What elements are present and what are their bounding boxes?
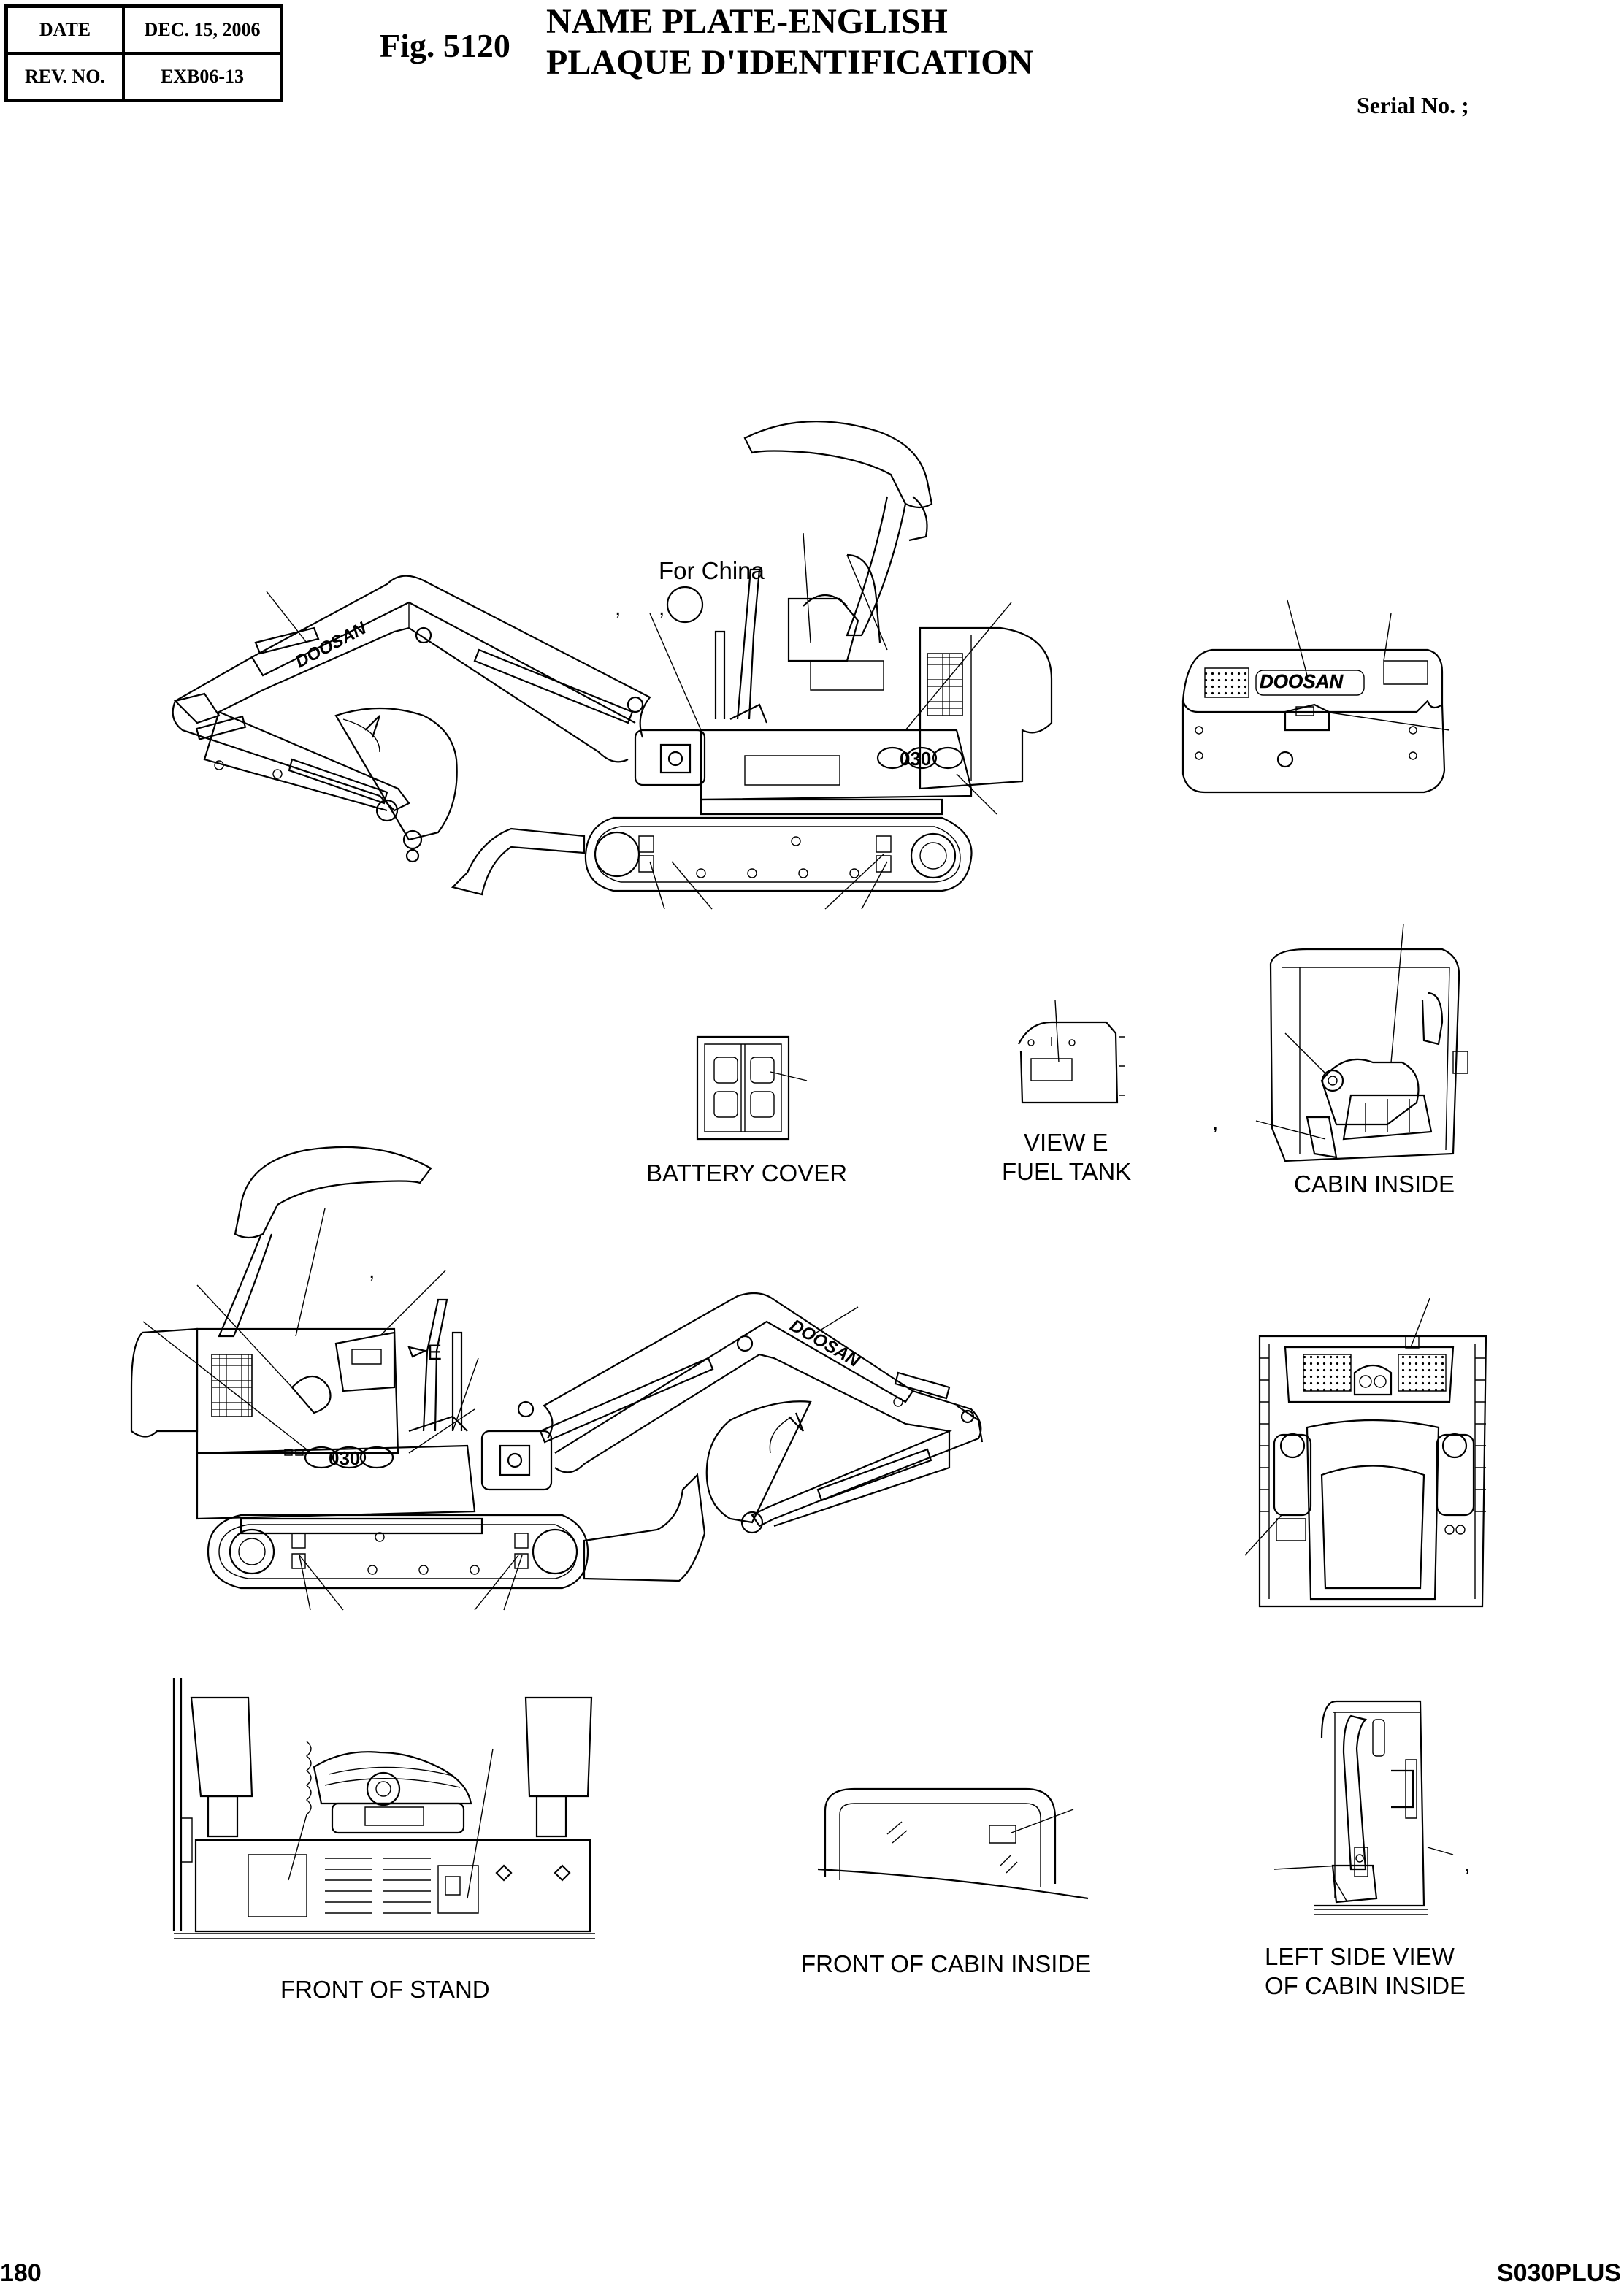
- label-battery-cover: BATTERY COVER: [646, 1160, 848, 1187]
- brand-plate: DOOSAN: [1260, 670, 1344, 692]
- rev-label: REV. NO.: [7, 53, 123, 100]
- label-front-of-stand: FRONT OF STAND: [280, 1976, 490, 2003]
- label-fuel-tank: FUEL TANK: [1002, 1158, 1132, 1185]
- model-mark-top: 030: [900, 748, 931, 770]
- page-title: NAME PLATE-ENGLISH PLAQUE D'IDENTIFICATI…: [546, 1, 1033, 83]
- excavator-right-view: 030 DOOSAN: [131, 1147, 982, 1610]
- page-number: 180: [0, 2259, 42, 2287]
- front-of-stand-drawing: [174, 1678, 595, 1939]
- brand-top-boom: DOOSAN: [292, 618, 369, 672]
- label-left-side-view: LEFT SIDE VIEW: [1265, 1943, 1455, 1970]
- svg-text:,: ,: [1212, 1111, 1218, 1135]
- svg-text:,: ,: [369, 1259, 375, 1283]
- svg-text:,: ,: [1464, 1852, 1470, 1877]
- revision-table: DATE DEC. 15, 2006 REV. NO. EXB06-13: [4, 4, 283, 102]
- front-cabin-inside-drawing: [818, 1789, 1088, 1898]
- title-french: PLAQUE D'IDENTIFICATION: [546, 43, 1034, 82]
- label-front-of-cabin-inside: FRONT OF CABIN INSIDE: [801, 1950, 1092, 1977]
- label-for-china: For China: [659, 557, 765, 584]
- excavator-left-view: 030 DOOSAN: [173, 421, 1052, 909]
- cabin-inside-drawing: ,: [1212, 924, 1468, 1161]
- date-label: DATE: [7, 7, 123, 53]
- figure-number: Fig. 5120: [380, 27, 510, 64]
- title-english: NAME PLATE-ENGLISH: [546, 2, 948, 41]
- date-value: DEC. 15, 2006: [123, 7, 281, 53]
- battery-cover-drawing: [697, 1037, 807, 1139]
- brand-bottom-boom: DOOSAN: [786, 1316, 863, 1371]
- label-cabin-inside: CABIN INSIDE: [1294, 1170, 1455, 1197]
- model-mark-bottom: 030: [329, 1447, 360, 1469]
- model-number: S030PLUS: [1496, 2259, 1621, 2287]
- svg-text:,: ,: [659, 596, 664, 620]
- rear-cover-plate: DOOSAN: [1183, 600, 1449, 792]
- fuel-tank-drawing: [1019, 1000, 1125, 1103]
- serial-number: Serial No. ;: [1357, 92, 1469, 118]
- rev-value: EXB06-13: [123, 53, 281, 100]
- cabin-top-view: [1245, 1298, 1486, 1606]
- label-of-cabin-inside: OF CABIN INSIDE: [1265, 1972, 1466, 1999]
- label-view-e: VIEW E: [1024, 1129, 1108, 1156]
- left-side-cabin-drawing: ,: [1274, 1701, 1470, 1915]
- view-e-marker: E: [427, 1341, 442, 1365]
- svg-text:,: ,: [615, 596, 621, 620]
